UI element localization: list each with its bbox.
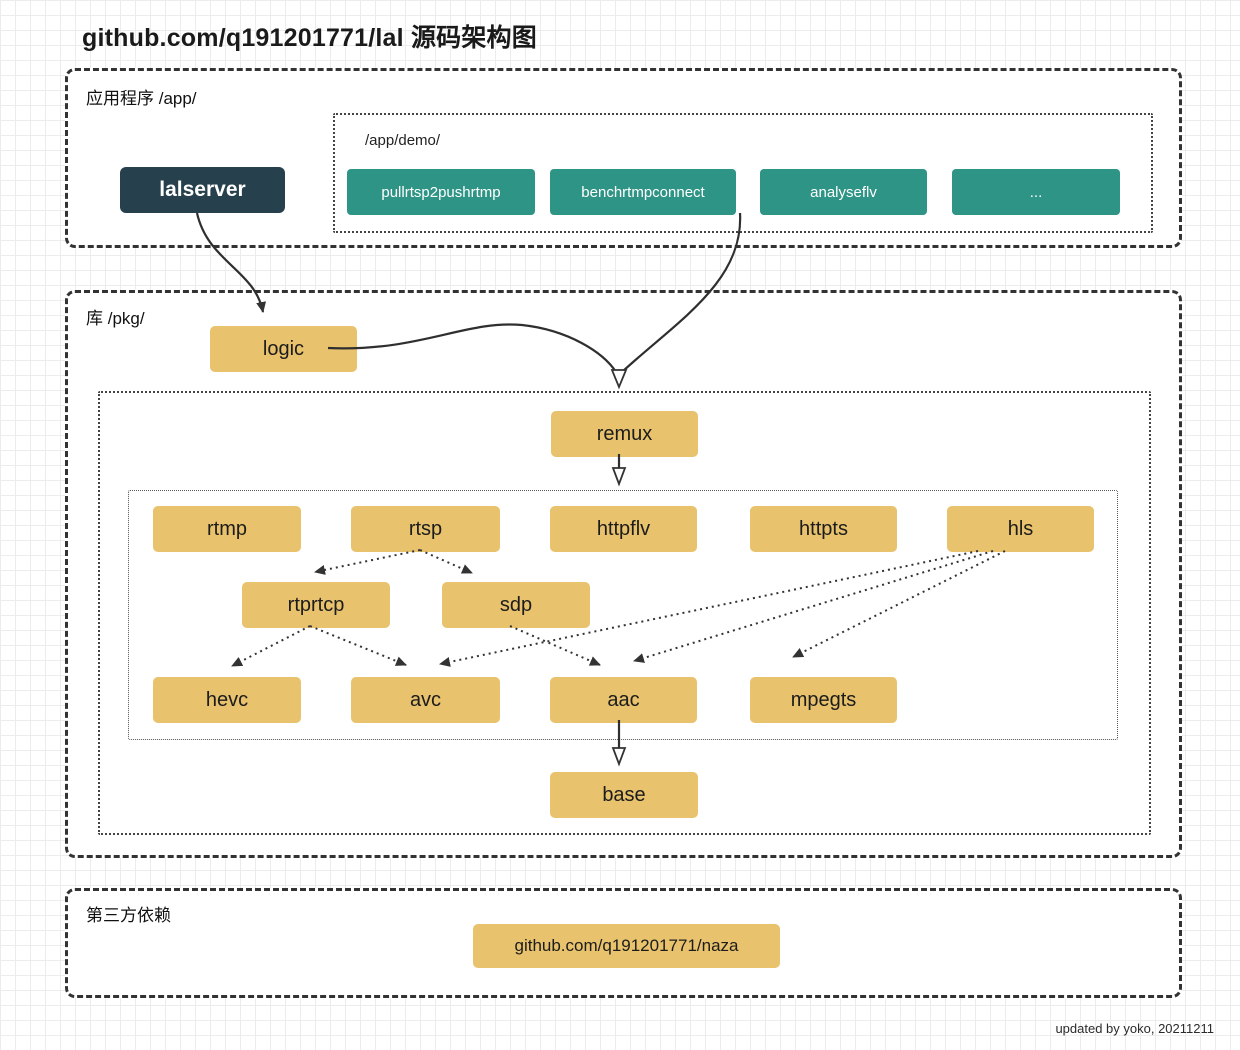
node-rtprtcp: rtprtcp xyxy=(242,582,390,628)
section-thirdparty-label: 第三方依赖 xyxy=(86,906,171,925)
section-app: 应用程序 /app/ lalserver /app/demo/ pullrtsp… xyxy=(65,68,1182,248)
node-lalserver: lalserver xyxy=(120,167,285,213)
node-avc: avc xyxy=(351,677,500,723)
node-logic: logic xyxy=(210,326,357,372)
section-app-label: 应用程序 /app/ xyxy=(86,89,197,108)
demo-group-label: /app/demo/ xyxy=(365,132,441,149)
node-pullrtsp2pushrtmp: pullrtsp2pushrtmp xyxy=(347,169,535,215)
node-demo-ellipsis: ... xyxy=(952,169,1120,215)
node-analyseflv: analyseflv xyxy=(760,169,927,215)
protocol-group-box: rtmp rtsp httpflv httpts hls rtprtcp sdp… xyxy=(128,490,1118,740)
node-remux: remux xyxy=(551,411,698,457)
node-aac: aac xyxy=(550,677,697,723)
section-thirdparty: 第三方依赖 github.com/q191201771/naza xyxy=(65,888,1182,998)
node-hevc: hevc xyxy=(153,677,301,723)
node-rtmp: rtmp xyxy=(153,506,301,552)
node-hls: hls xyxy=(947,506,1094,552)
pkg-inner-box: remux rtmp rtsp httpflv httpts hls rtprt… xyxy=(98,391,1151,835)
node-rtsp: rtsp xyxy=(351,506,500,552)
node-httpflv: httpflv xyxy=(550,506,697,552)
node-mpegts: mpegts xyxy=(750,677,897,723)
footer-note: updated by yoko, 20211211 xyxy=(1055,1021,1214,1036)
section-pkg: 库 /pkg/ logic remux rtmp rtsp httpflv ht… xyxy=(65,290,1182,858)
page-title: github.com/q191201771/lal 源码架构图 xyxy=(82,24,537,52)
section-pkg-label: 库 /pkg/ xyxy=(86,309,145,328)
node-sdp: sdp xyxy=(442,582,590,628)
demo-group-box: /app/demo/ pullrtsp2pushrtmp benchrtmpco… xyxy=(333,113,1153,233)
node-httpts: httpts xyxy=(750,506,897,552)
node-naza: github.com/q191201771/naza xyxy=(473,924,780,968)
node-base: base xyxy=(550,772,698,818)
node-benchrtmpconnect: benchrtmpconnect xyxy=(550,169,736,215)
